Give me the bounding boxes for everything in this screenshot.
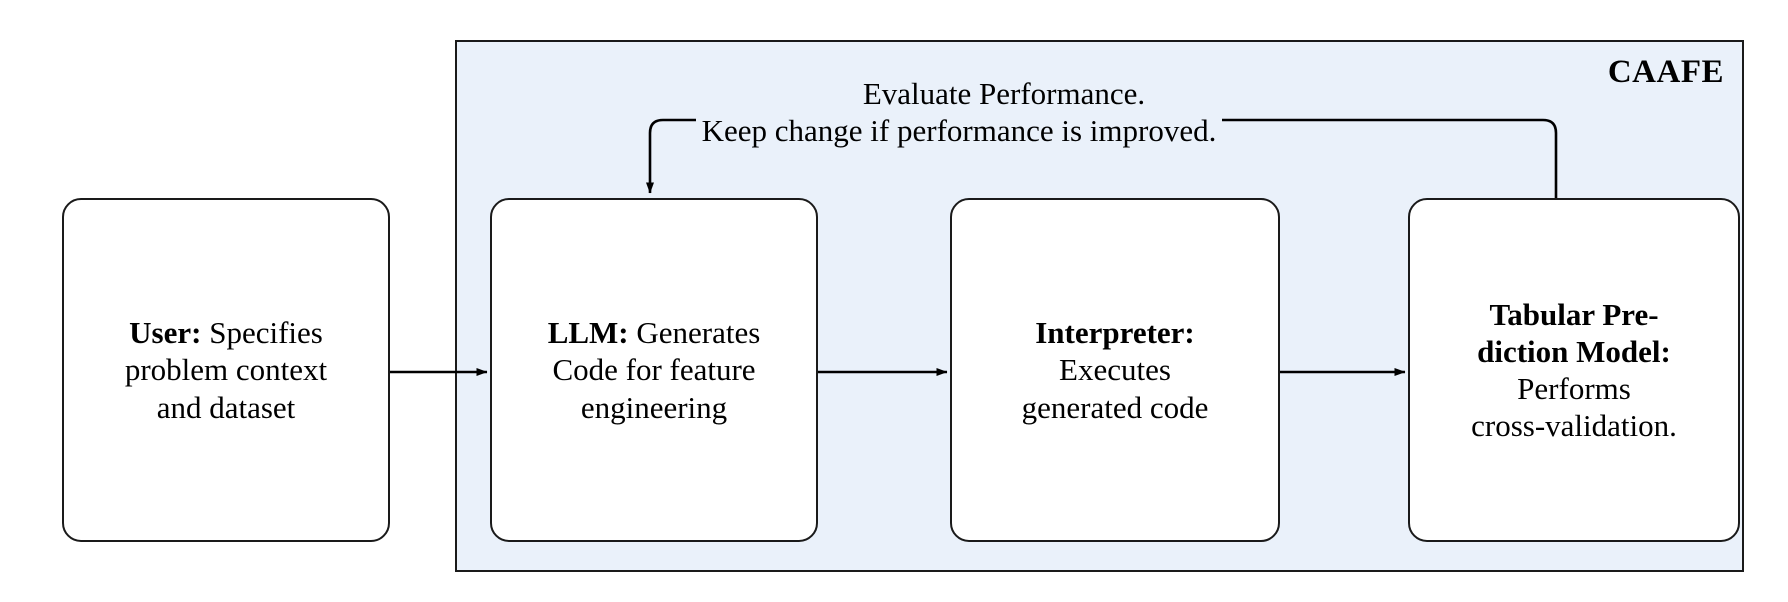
feedback-label-evaluate-text: Evaluate Performance. <box>856 76 1152 111</box>
box-interpreter-line1: Interpreter: <box>962 314 1268 351</box>
box-tabular-label-b: diction Model: <box>1477 333 1671 369</box>
box-tabular-label-line1: Tabular Pre- <box>1420 296 1728 333</box>
box-user-line1: User: Specifies <box>74 314 378 351</box>
feedback-label-keep-change-text: Keep change if performance is improved. <box>695 113 1223 148</box>
feedback-label-evaluate: Evaluate Performance. <box>110 76 1788 112</box>
box-tabular-label-a: Tabular Pre- <box>1489 296 1659 332</box>
box-llm-line3: engineering <box>580 389 728 425</box>
box-interpreter-line2: Executes <box>1059 352 1171 388</box>
box-user-label-rest: Specifies <box>201 315 323 351</box>
caafe-label: CAAFE <box>1607 54 1724 90</box>
box-llm-label-rest: Generates <box>628 315 761 351</box>
box-user-line3: and dataset <box>156 389 296 425</box>
box-user-label: User: <box>129 315 202 351</box>
box-llm[interactable]: LLM: Generates Code for feature engineer… <box>490 198 818 542</box>
box-interpreter-line3: generated code <box>1021 389 1209 425</box>
box-llm-line1: LLM: Generates <box>502 314 806 351</box>
box-tabular-label-line2: diction Model: <box>1420 333 1728 370</box>
box-tabular-line2: Performs <box>1517 371 1631 406</box>
box-user-line2: problem context <box>124 352 328 388</box>
box-interpreter[interactable]: Interpreter: Executes generated code <box>950 198 1280 542</box>
box-user[interactable]: User: Specifies problem context and data… <box>62 198 390 542</box>
feedback-label-keep-change: Keep change if performance is improved. <box>65 113 1788 149</box>
box-llm-line2: Code for feature <box>552 352 756 388</box>
box-llm-label: LLM: <box>547 315 629 351</box>
box-tabular-line3: cross-validation. <box>1471 408 1677 444</box>
box-interpreter-label: Interpreter: <box>1035 315 1195 351</box>
box-tabular-prediction-model[interactable]: Tabular Pre- diction Model: Performs cro… <box>1408 198 1740 542</box>
